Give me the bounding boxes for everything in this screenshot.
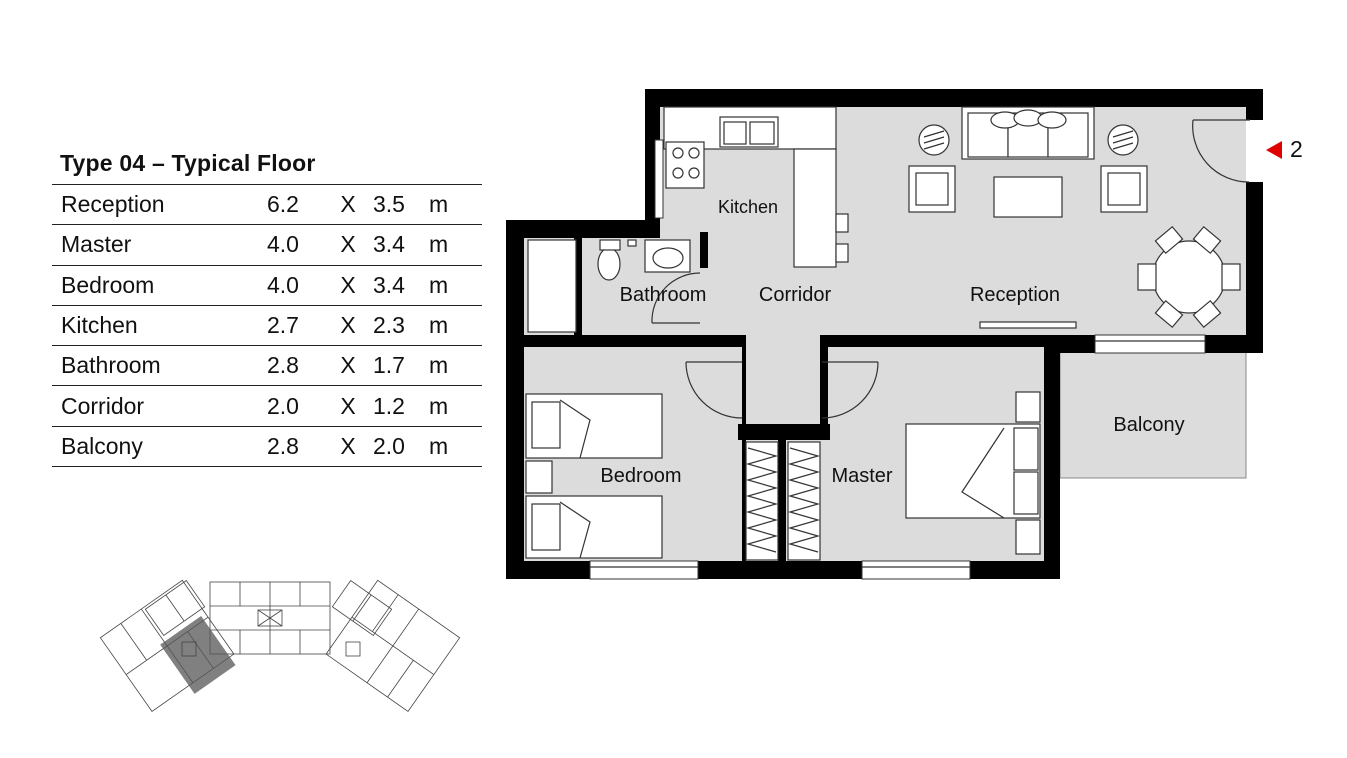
room-width: 2.7: [267, 304, 323, 346]
room-length: 3.5: [373, 183, 429, 225]
wardrobes: [745, 441, 821, 561]
unit: m: [429, 304, 482, 346]
table-row: Corridor 2.0 X 1.2 m: [52, 385, 482, 427]
table-row: Reception 6.2 X 3.5 m: [52, 183, 482, 225]
room-name: Kitchen: [52, 304, 267, 346]
dimension-separator: X: [323, 345, 373, 386]
room-name: Reception: [52, 183, 267, 225]
room-length: 3.4: [373, 264, 429, 306]
room-length: 3.4: [373, 224, 429, 266]
room-width: 4.0: [267, 224, 323, 266]
kitchen-fixtures: [663, 106, 849, 268]
room-name: Master: [52, 224, 267, 266]
plan-label-master: Master: [831, 465, 892, 487]
dimension-separator: X: [323, 264, 373, 306]
entrance-arrow-icon: [1266, 141, 1282, 159]
table-row: Bathroom 2.8 X 1.7 m: [52, 345, 482, 386]
room-width: 2.0: [267, 385, 323, 427]
bathroom-fixtures: [527, 239, 691, 333]
plan-label-corridor: Corridor: [759, 284, 832, 306]
key-plan: [99, 579, 461, 713]
room-length: 1.7: [373, 345, 429, 386]
dimension-separator: X: [323, 183, 373, 225]
table-row: Master 4.0 X 3.4 m: [52, 224, 482, 266]
unit: m: [429, 183, 482, 225]
room-name: Bedroom: [52, 264, 267, 306]
unit: m: [429, 425, 482, 468]
plan-label-bedroom: Bedroom: [600, 465, 681, 487]
room-dimensions-table: Reception 6.2 X 3.5 m Master 4.0 X 3.4 m…: [52, 183, 482, 468]
master-furniture: [905, 391, 1041, 555]
room-length: 2.0: [373, 425, 429, 468]
balcony-area: [1059, 351, 1247, 479]
plan-label-kitchen: Kitchen: [718, 197, 778, 217]
page-title: Type 04 – Typical Floor: [60, 150, 316, 176]
dimension-separator: X: [323, 304, 373, 346]
table-row: Bedroom 4.0 X 3.4 m: [52, 264, 482, 306]
room-width: 2.8: [267, 345, 323, 386]
bedroom-furniture: [525, 393, 663, 559]
plan-label-balcony: Balcony: [1113, 414, 1184, 436]
key-plan-highlight: [160, 615, 236, 694]
table-row: Balcony 2.8 X 2.0 m: [52, 425, 482, 468]
partition-walls: [508, 89, 1044, 562]
room-length: 2.3: [373, 304, 429, 346]
room-width: 2.8: [267, 425, 323, 468]
room-width: 4.0: [267, 264, 323, 306]
room-name: Balcony: [52, 425, 267, 468]
room-name: Corridor: [52, 385, 267, 427]
room-name: Bathroom: [52, 345, 267, 386]
dimension-separator: X: [323, 385, 373, 427]
unit: m: [429, 385, 482, 427]
unit: m: [429, 264, 482, 306]
reception-furniture: [908, 106, 1241, 329]
dimension-separator: X: [323, 224, 373, 266]
plan-label-reception: Reception: [970, 284, 1060, 306]
unit: m: [429, 345, 482, 386]
entrance-marker-label: 2: [1290, 136, 1303, 162]
table-row: Kitchen 2.7 X 2.3 m: [52, 304, 482, 346]
plan-label-bathroom: Bathroom: [620, 284, 707, 306]
room-width: 6.2: [267, 183, 323, 225]
windows: [589, 120, 1264, 580]
unit: m: [429, 224, 482, 266]
room-length: 1.2: [373, 385, 429, 427]
doors: [651, 119, 1250, 419]
dimension-separator: X: [323, 425, 373, 468]
